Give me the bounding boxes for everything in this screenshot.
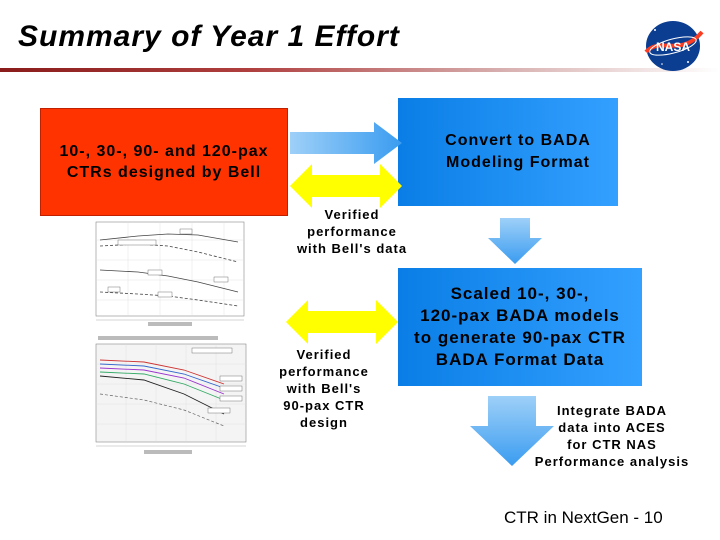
slide-footer: CTR in NextGen - 10 <box>504 508 663 527</box>
verified-90pax-label: Verified performance with Bell's 90-pax … <box>272 346 376 431</box>
verified2-line-5: design <box>300 415 348 430</box>
integrate-aces-label: Integrate BADA data into ACES for CTR NA… <box>524 402 700 470</box>
scaled-bada-box: Scaled 10-, 30-, 120-pax BADA models to … <box>398 268 642 386</box>
verified2-line-3: with Bell's <box>286 381 362 396</box>
verified1-line-2: performance <box>307 224 397 239</box>
scaled-line-3: to generate 90-pax CTR <box>414 328 626 347</box>
bada-convert-line-2: Modeling Format <box>446 154 590 171</box>
ctr-design-line-1: 10-, 30-, 90- and 120-pax <box>59 143 269 160</box>
bada-convert-box: Convert to BADA Modeling Format <box>398 98 618 206</box>
down-arrow-icon <box>470 396 554 466</box>
verified-bell-data-label: Verified performance with Bell's data <box>290 206 414 257</box>
bada-convert-line-1: Convert to BADA <box>445 132 591 149</box>
nasa-logo-text: NASA <box>656 40 690 54</box>
right-arrow-icon <box>290 122 402 164</box>
nasa-logo: NASA <box>644 21 704 71</box>
ctr-design-box: 10-, 30-, 90- and 120-pax CTRs designed … <box>40 108 288 216</box>
integrate-line-4: Performance analysis <box>534 454 690 469</box>
payload-range-chart-thumbnail <box>84 334 250 458</box>
integrate-line-1: Integrate BADA <box>556 403 668 418</box>
double-arrow-icon <box>286 300 398 344</box>
verified1-line-3: with Bell's data <box>296 241 408 256</box>
verified2-line-4: 90-pax CTR <box>283 398 365 413</box>
double-arrow-icon <box>290 164 402 208</box>
ctr-design-line-2: CTRs designed by Bell <box>66 164 262 181</box>
verified1-line-1: Verified <box>324 207 380 222</box>
down-arrow-icon <box>488 218 542 264</box>
integrate-line-2: data into ACES <box>558 420 666 435</box>
verified2-line-1: Verified <box>296 347 352 362</box>
verified2-line-2: performance <box>279 364 369 379</box>
scaled-line-1: Scaled 10-, 30-, <box>450 284 590 303</box>
slide-title: Summary of Year 1 Effort <box>18 20 400 53</box>
title-underline <box>0 68 720 72</box>
performance-chart-thumbnail <box>88 220 248 330</box>
scaled-line-4: BADA Format Data <box>435 350 605 369</box>
integrate-line-3: for CTR NAS <box>567 437 657 452</box>
scaled-line-2: 120-pax BADA models <box>420 306 620 325</box>
